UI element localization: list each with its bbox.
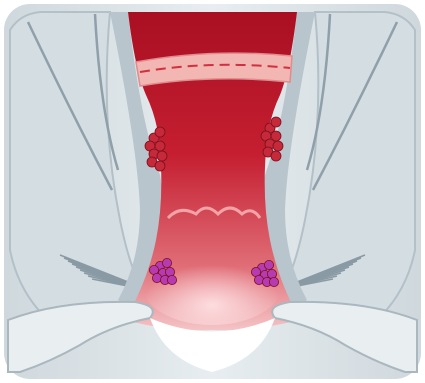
vein-nodule [264, 260, 273, 269]
vein-nodule [157, 151, 167, 161]
vein-nodule [271, 151, 281, 161]
vein-nodule [269, 277, 278, 286]
vein-nodule [155, 161, 165, 171]
vein-nodule [155, 127, 165, 137]
vein-nodule [273, 141, 283, 151]
vein-nodule [162, 258, 171, 267]
lumen-highlight [142, 245, 282, 325]
vein-nodule [271, 117, 281, 127]
vein-nodule [167, 275, 176, 284]
